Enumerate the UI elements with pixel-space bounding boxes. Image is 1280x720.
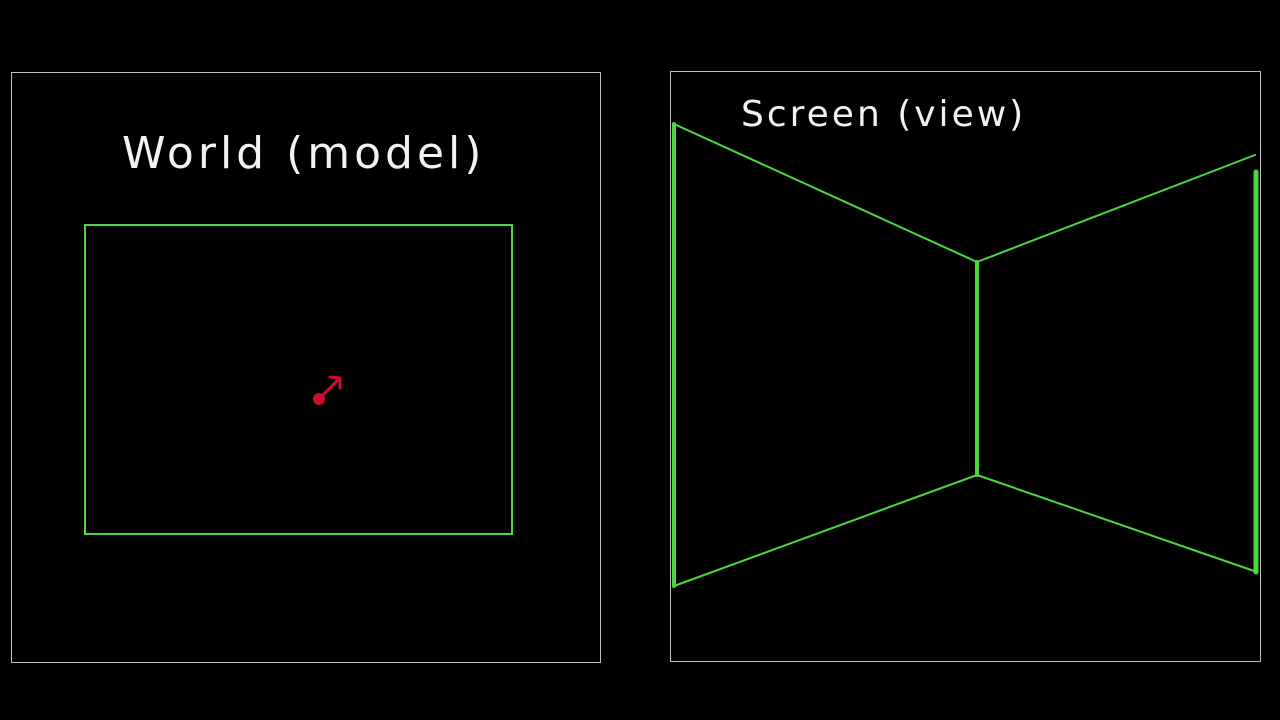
world-panel: World (model) xyxy=(11,72,601,663)
screen-title: Screen (view) xyxy=(741,94,1027,135)
screen-panel: Screen (view) xyxy=(670,71,1261,662)
corridor-walls xyxy=(672,122,1259,588)
screen-view-canvas xyxy=(672,122,1259,588)
left-floor-line xyxy=(673,474,978,587)
left-ceiling-line xyxy=(673,123,978,263)
world-title: World (model) xyxy=(122,128,486,179)
world-map-canvas xyxy=(84,224,513,535)
player-icon xyxy=(313,375,342,405)
right-floor-line xyxy=(976,474,1258,573)
right-ceiling-line xyxy=(976,154,1256,263)
world-room-outline xyxy=(84,224,513,535)
